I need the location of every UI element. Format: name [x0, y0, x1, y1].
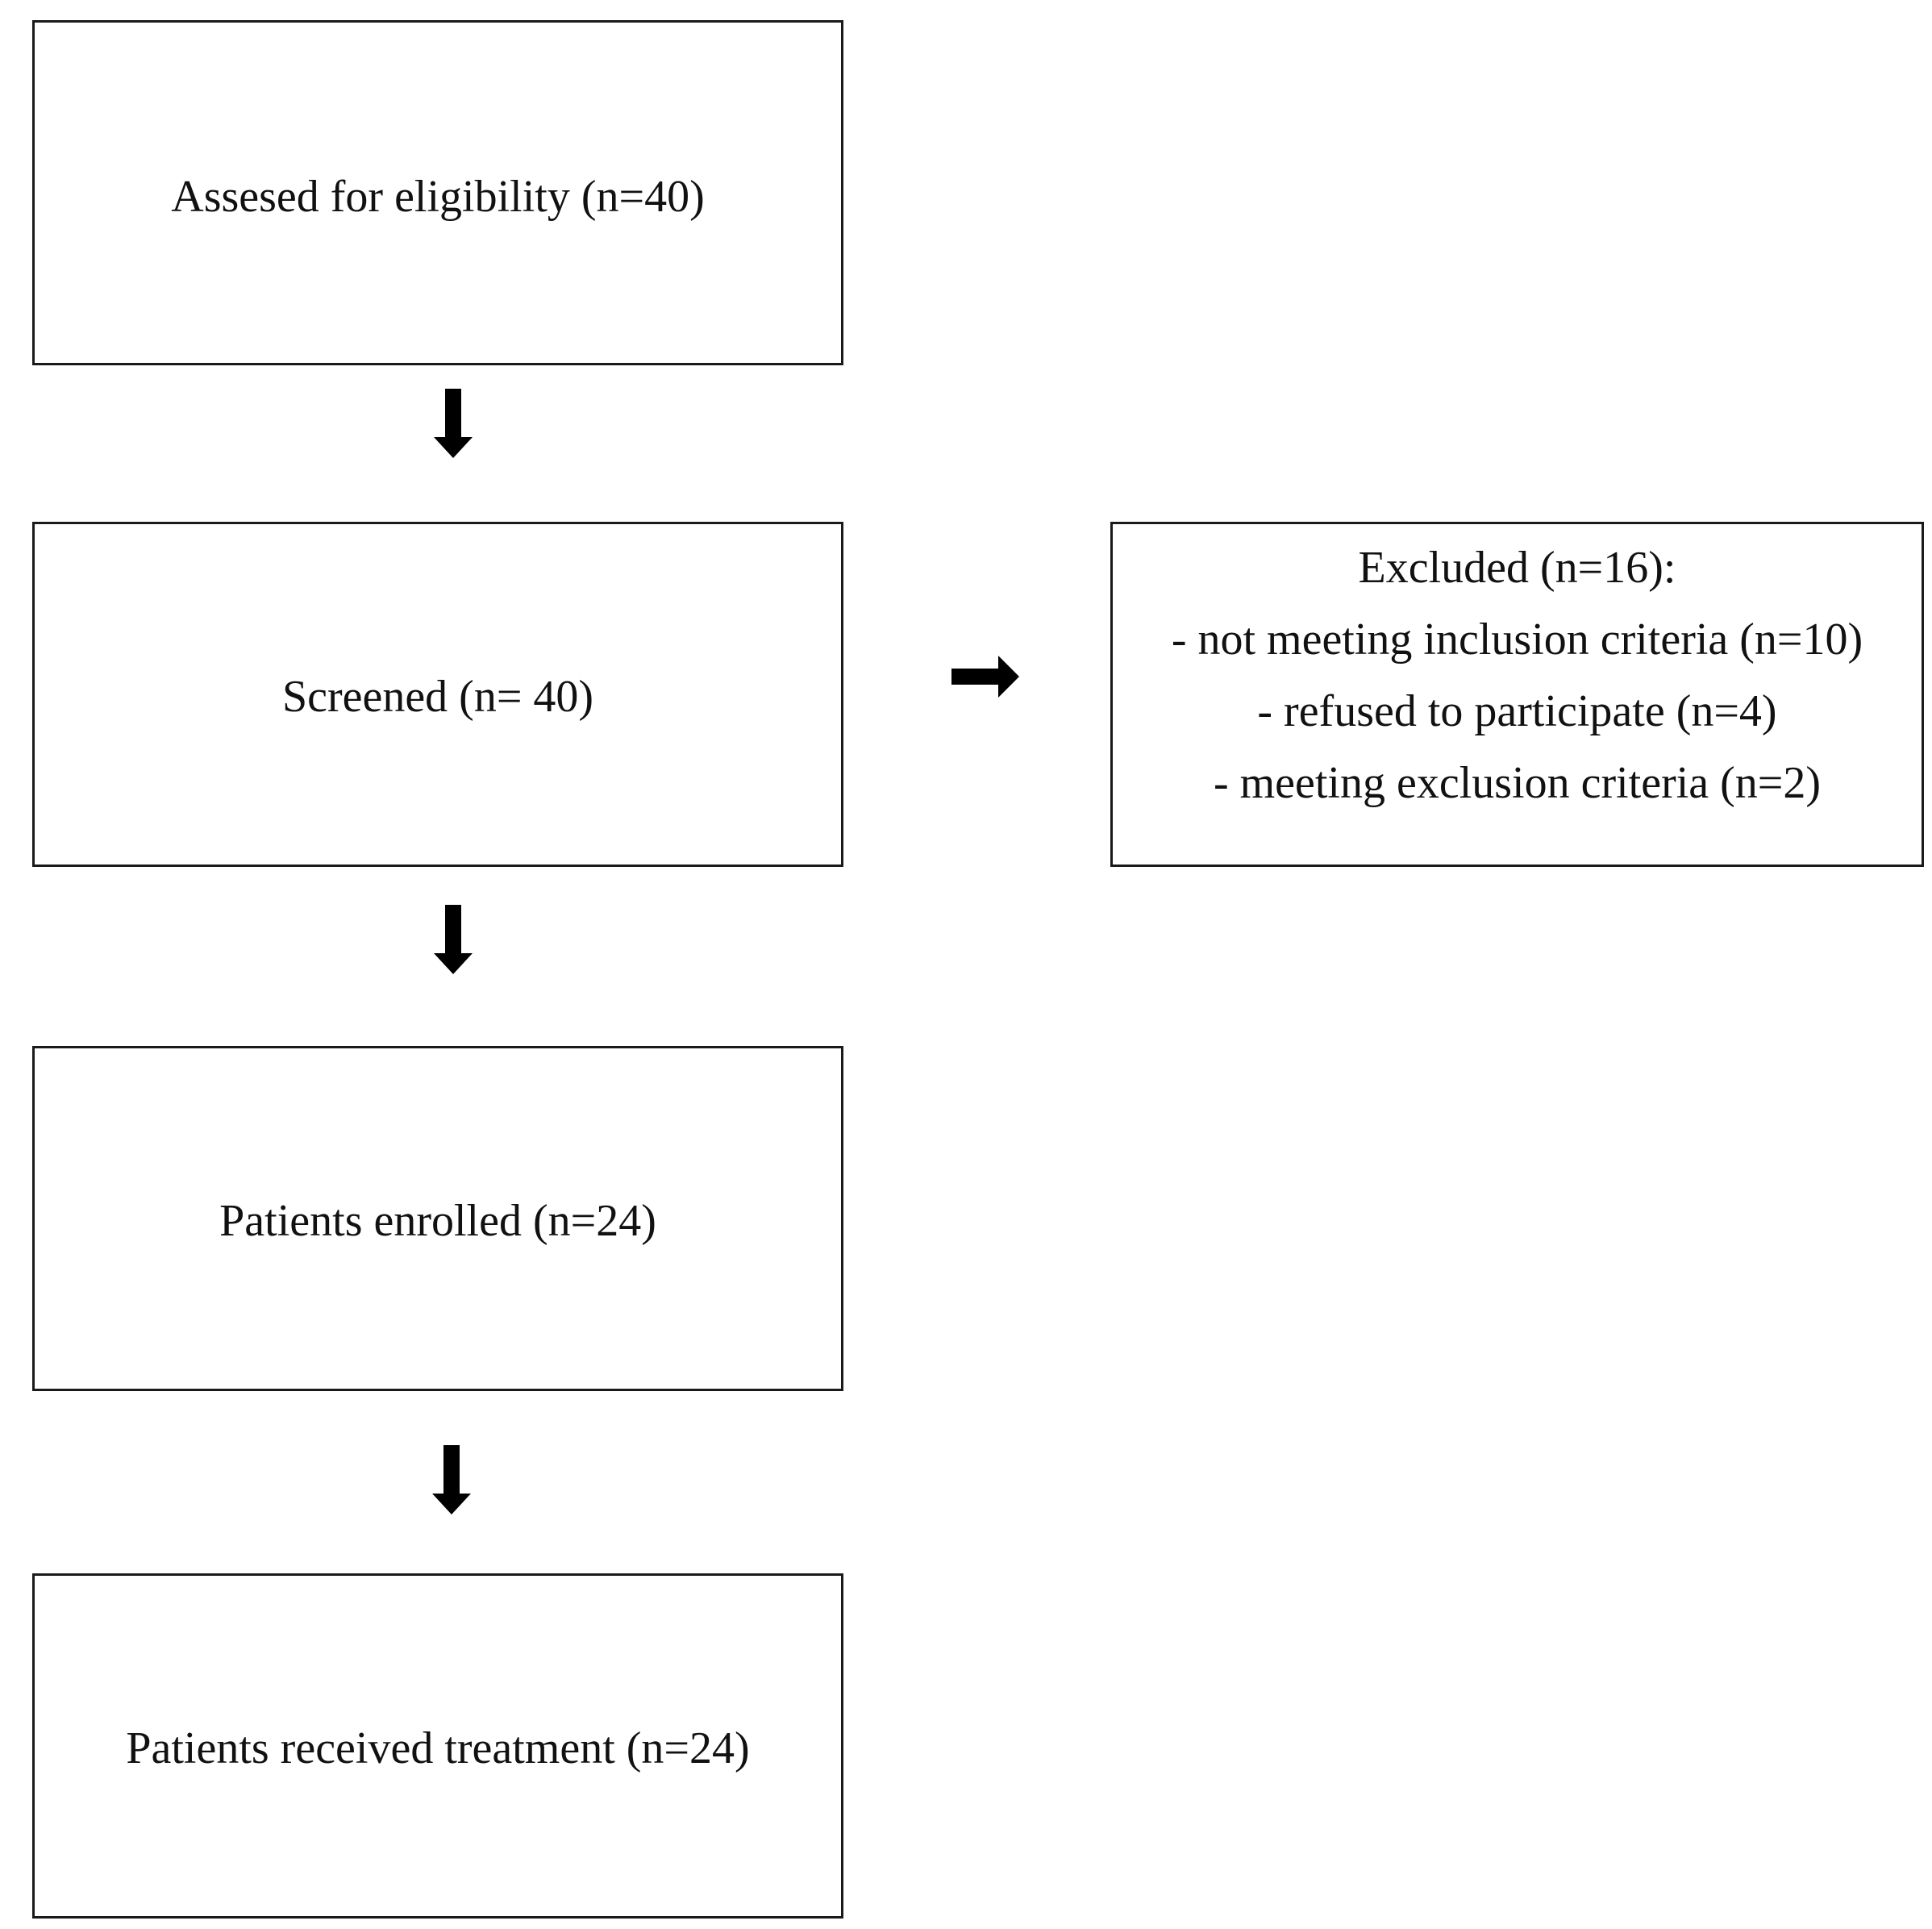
excluded-reason: - refused to participate (n=4) [1257, 686, 1777, 736]
excluded-reason: - not meeting inclusion criteria (n=10) [1171, 615, 1863, 665]
treated-label: Patients received treatment (n=24) [126, 1723, 750, 1773]
arrow-down-icon [432, 1445, 471, 1514]
assessed-label: Assesed for eligibility (n=40) [171, 172, 705, 222]
screened-label: Screened (n= 40) [281, 672, 594, 722]
treated-box: Patients received treatment (n=24) [32, 1573, 843, 1919]
screened-box: Screened (n= 40) [32, 522, 843, 867]
arrow-right-icon [951, 656, 1019, 698]
arrow-down-icon [434, 389, 473, 458]
excluded-title: Excluded (n=16): [1358, 543, 1676, 593]
enrolled-box: Patients enrolled (n=24) [32, 1046, 843, 1391]
enrolled-label: Patients enrolled (n=24) [219, 1196, 656, 1246]
excluded-reason: - meeting exclusion criteria (n=2) [1213, 758, 1822, 808]
excluded-box: Excluded (n=16): - not meeting inclusion… [1110, 522, 1924, 867]
arrow-down-icon [434, 905, 473, 974]
assessed-box: Assesed for eligibility (n=40) [32, 20, 843, 365]
